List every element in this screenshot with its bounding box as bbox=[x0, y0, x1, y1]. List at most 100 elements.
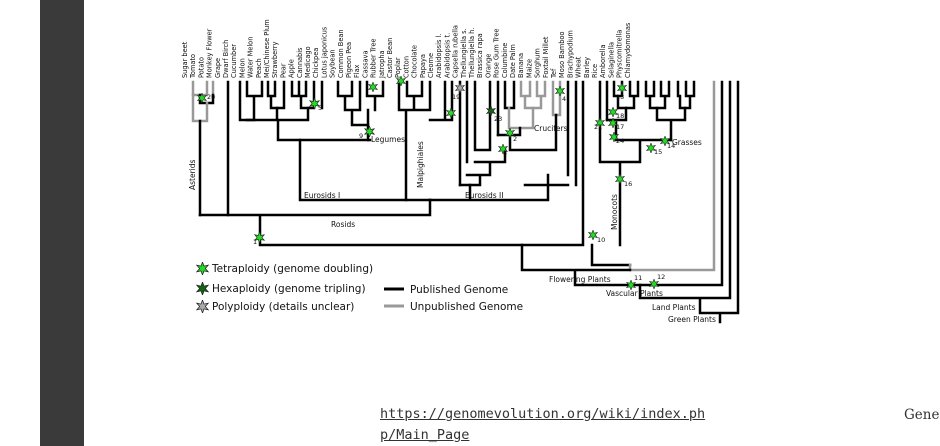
species-label: Columbine bbox=[501, 43, 509, 78]
species-label: Chickpea bbox=[312, 48, 320, 78]
species-label: Brachypodium bbox=[566, 30, 574, 78]
species-label: Arabidopsis t. bbox=[443, 33, 451, 78]
species-label: Melon bbox=[238, 58, 246, 78]
legend-hexaploidy-icon bbox=[196, 282, 209, 295]
species-label: Soybean bbox=[329, 49, 337, 78]
left-sidebar bbox=[40, 0, 84, 446]
species-label: Monkey Flower bbox=[206, 28, 214, 78]
species-label: Orange bbox=[484, 54, 492, 78]
species-label: Mei/Chinese Plum bbox=[263, 19, 271, 78]
tetraploidy-star-13 bbox=[617, 83, 627, 93]
clade-malpighiales: Malpighiales bbox=[416, 141, 425, 188]
legend-tetraploidy-icon bbox=[196, 262, 209, 275]
species-label: Moso Bamboo bbox=[558, 31, 566, 78]
species-label: Dwarf Birch bbox=[222, 40, 230, 78]
species-label: Water Melon bbox=[247, 37, 255, 78]
event-number: 19 bbox=[452, 93, 460, 101]
species-label: Barley bbox=[583, 57, 591, 78]
truncated-side-text: Gene bbox=[904, 407, 940, 423]
event-number: 16 bbox=[624, 180, 632, 188]
event-number: 9 bbox=[359, 132, 363, 140]
legend-hexaploidy: Hexaploidy (genome tripling) bbox=[212, 283, 366, 295]
species-label: Arabidopsis l. bbox=[435, 34, 443, 78]
species-label: Cucumber bbox=[230, 44, 238, 78]
species-label: Date Palm bbox=[509, 44, 517, 78]
event-numbers: 20 5 9 1 19 23 3 2 4 13 18 21 17 24 15 1… bbox=[207, 93, 675, 282]
species-label: Cleome bbox=[427, 53, 435, 78]
species-label: Papaya bbox=[419, 54, 427, 78]
event-number: 14 bbox=[667, 142, 675, 150]
clade-labels: Asterids Rosids Eurosids I Eurosids II M… bbox=[188, 124, 716, 324]
species-label: Grape bbox=[214, 58, 222, 78]
event-number: 4 bbox=[562, 95, 566, 103]
legend-unpublished: Unpublished Genome bbox=[410, 301, 523, 313]
species-label: Tomato bbox=[189, 54, 197, 79]
species-label: Medicago bbox=[304, 46, 312, 78]
species-label: Tef bbox=[550, 68, 558, 79]
event-number: 1 bbox=[253, 238, 257, 246]
wgd-events bbox=[197, 76, 670, 290]
event-number: 24 bbox=[616, 137, 624, 145]
species-label: Sorghum bbox=[534, 48, 542, 78]
species-label: Capsella rubella bbox=[452, 25, 460, 78]
species-label: Chlamydomonas bbox=[624, 22, 632, 78]
clade-rosids: Rosids bbox=[331, 220, 355, 229]
polyploidy-star-19 bbox=[455, 83, 465, 93]
species-label: Jatropha bbox=[378, 50, 386, 79]
clade-eurosids-2: Eurosids II bbox=[465, 191, 503, 200]
event-number: 5 bbox=[318, 104, 322, 112]
species-label: Lotus japonicus bbox=[320, 26, 328, 78]
species-label: Chocolate bbox=[411, 45, 419, 78]
species-label: Wheat bbox=[575, 56, 583, 78]
species-label: Banana bbox=[517, 53, 525, 78]
clade-legumes: Legumes bbox=[371, 135, 405, 144]
legend-published: Published Genome bbox=[410, 284, 508, 296]
clade-grasses: Grasses bbox=[672, 138, 702, 147]
species-label: Sugar beet bbox=[181, 41, 189, 78]
species-label: Selaginella bbox=[607, 42, 615, 78]
event-number: 21 bbox=[594, 123, 602, 131]
clade-eurosids-1: Eurosids I bbox=[304, 191, 340, 200]
clade-flowering-plants: Flowering Plants bbox=[549, 275, 611, 284]
clade-green-plants: Green Plants bbox=[668, 315, 716, 324]
event-number: 12 bbox=[657, 273, 665, 281]
species-label: Common Bean bbox=[337, 29, 345, 78]
event-number: 3 bbox=[503, 149, 507, 157]
event-number: 18 bbox=[616, 112, 624, 120]
event-number: 11 bbox=[634, 274, 642, 282]
species-label: Peach bbox=[255, 58, 263, 78]
species-label: Poplar bbox=[394, 57, 402, 78]
species-label: Physcomitrella bbox=[616, 30, 624, 78]
legend-tetraploidy: Tetraploidy (genome doubling) bbox=[211, 263, 373, 275]
species-label: Cassava bbox=[361, 51, 369, 79]
species-label: Thellungiella h. bbox=[468, 28, 476, 79]
event-number: 17 bbox=[616, 123, 624, 131]
tree-branches bbox=[191, 80, 740, 324]
legend-polyploidy-icon bbox=[196, 300, 209, 313]
legend-polyploidy: Polyploidy (details unclear) bbox=[212, 301, 354, 313]
event-number: 2 bbox=[513, 135, 517, 143]
species-label: Cannabis bbox=[296, 47, 304, 78]
tetraploidy-star-soybean bbox=[368, 82, 378, 92]
event-number: 10 bbox=[597, 236, 605, 244]
clade-vascular-plants: Vascular Plants bbox=[606, 289, 663, 298]
clade-monocots: Monocots bbox=[610, 194, 619, 230]
species-label: Rubber Tree bbox=[370, 39, 378, 78]
species-label: Amborella bbox=[599, 45, 607, 78]
species-label: Apple bbox=[288, 59, 296, 78]
species-label: Maize bbox=[525, 59, 533, 78]
species-label: Brassica rapa bbox=[476, 33, 484, 78]
species-label: Pigeon Pea bbox=[345, 42, 353, 78]
legend: Tetraploidy (genome doubling) Hexaploidy… bbox=[196, 262, 523, 313]
species-label: Strawberry bbox=[271, 42, 279, 78]
species-label: Flax bbox=[353, 64, 361, 78]
clade-asterids: Asterids bbox=[188, 159, 197, 190]
species-label: Potato bbox=[197, 57, 205, 78]
species-label: Pear bbox=[279, 63, 287, 78]
species-label: Cotton bbox=[402, 56, 410, 78]
clade-crucifers: Crucifers bbox=[534, 124, 568, 133]
main-page-link[interactable]: https://genomevolution.org/wiki/index.ph… bbox=[380, 406, 706, 443]
species-label: Foxtail Millet bbox=[542, 36, 550, 78]
clade-land-plants: Land Plants bbox=[652, 303, 696, 312]
